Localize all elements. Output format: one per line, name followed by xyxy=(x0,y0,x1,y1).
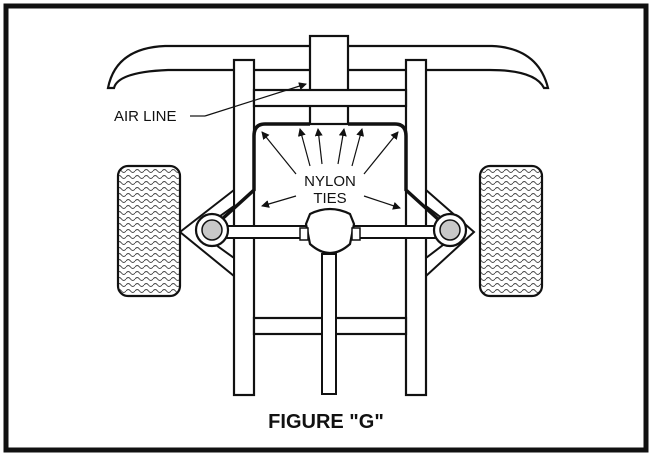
tie-arrow-7 xyxy=(261,195,297,208)
upper-crossmember xyxy=(252,88,408,108)
air-line-left xyxy=(208,122,310,232)
nylon-tie-arrows xyxy=(261,128,401,210)
right-air-bag-inner xyxy=(439,219,461,241)
tie-arrow-1 xyxy=(261,131,297,175)
air-line-right xyxy=(348,122,452,232)
right-tire xyxy=(478,164,544,298)
figure-caption: FIGURE "G" xyxy=(268,411,384,433)
tie-arrow-2 xyxy=(297,128,311,167)
differential-flange-left xyxy=(299,227,309,241)
center-air-column xyxy=(308,34,350,126)
tie-arrow-6 xyxy=(363,131,399,175)
driveshaft xyxy=(321,253,337,395)
tie-arrow-8 xyxy=(363,195,401,210)
differential-flange-right xyxy=(351,227,361,241)
air-line-leader-arrow xyxy=(204,82,307,117)
left-air-bag-inner xyxy=(201,219,223,241)
tie-arrow-4 xyxy=(337,128,347,165)
tie-arrow-3 xyxy=(314,128,323,165)
tie-arrow-5 xyxy=(351,128,365,167)
nylon-label: NYLON xyxy=(304,173,356,190)
differential xyxy=(304,207,356,255)
left-tire xyxy=(116,164,182,298)
air-line-label: AIR LINE xyxy=(114,108,177,125)
outer-frame xyxy=(3,3,649,453)
ties-label: TIES xyxy=(313,190,346,207)
